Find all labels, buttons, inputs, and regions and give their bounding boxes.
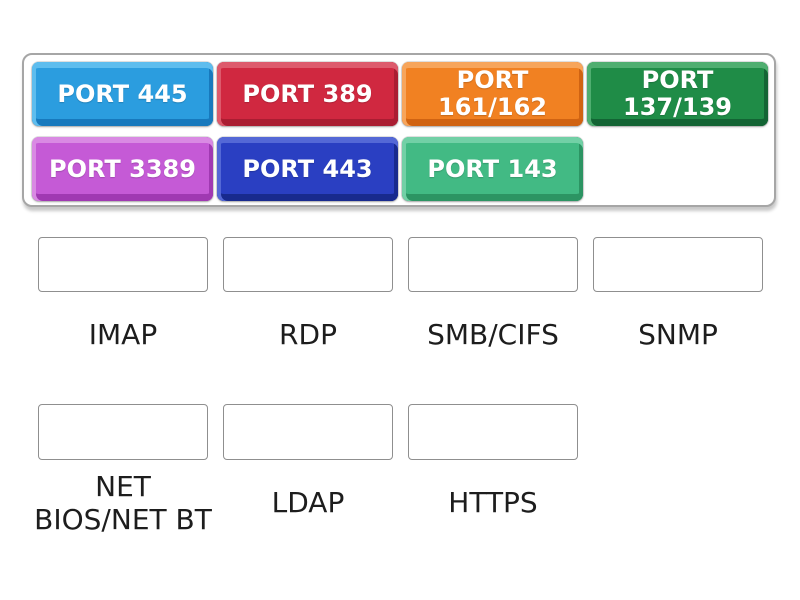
- tile-pool: PORT 445 PORT 389 PORT 161/162 PORT 137/…: [22, 53, 776, 207]
- target-label-ldap: LDAP: [271, 486, 345, 519]
- answer-tile-port-137-139[interactable]: PORT 137/139: [587, 62, 768, 126]
- target-rdp: RDP: [223, 237, 393, 368]
- target-label-imap: IMAP: [88, 318, 158, 351]
- answer-tile-port-445[interactable]: PORT 445: [32, 62, 213, 126]
- target-label-https: HTTPS: [448, 486, 538, 519]
- target-imap: IMAP: [38, 237, 208, 368]
- answer-tile-port-443[interactable]: PORT 443: [217, 137, 398, 201]
- target-https: HTTPS: [408, 404, 578, 536]
- answer-tile-port-143[interactable]: PORT 143: [402, 137, 583, 201]
- target-label-smb-cifs: SMB/CIFS: [427, 318, 559, 351]
- target-snmp: SNMP: [593, 237, 763, 368]
- drop-slot-smb-cifs[interactable]: [408, 237, 578, 292]
- target-ldap: LDAP: [223, 404, 393, 536]
- target-netbios-netbt: NET BIOS/NET BT: [34, 404, 212, 536]
- answer-tile-port-161-162[interactable]: PORT 161/162: [402, 62, 583, 126]
- drop-slot-https[interactable]: [408, 404, 578, 460]
- drop-slot-imap[interactable]: [38, 237, 208, 292]
- drop-slot-netbios-netbt[interactable]: [38, 404, 208, 460]
- tile-pool-row-1: PORT 445 PORT 389 PORT 161/162 PORT 137/…: [32, 62, 768, 126]
- drop-slot-rdp[interactable]: [223, 237, 393, 292]
- drop-slot-ldap[interactable]: [223, 404, 393, 460]
- answer-tile-port-3389[interactable]: PORT 3389: [32, 137, 213, 201]
- target-label-rdp: RDP: [279, 318, 337, 351]
- target-smb-cifs: SMB/CIFS: [408, 237, 578, 368]
- drop-slot-snmp[interactable]: [593, 237, 763, 292]
- target-label-netbios-netbt: NET BIOS/NET BT: [34, 469, 212, 536]
- tile-pool-row-2: PORT 3389 PORT 443 PORT 143: [32, 137, 768, 201]
- answer-tile-port-389[interactable]: PORT 389: [217, 62, 398, 126]
- target-label-snmp: SNMP: [638, 318, 718, 351]
